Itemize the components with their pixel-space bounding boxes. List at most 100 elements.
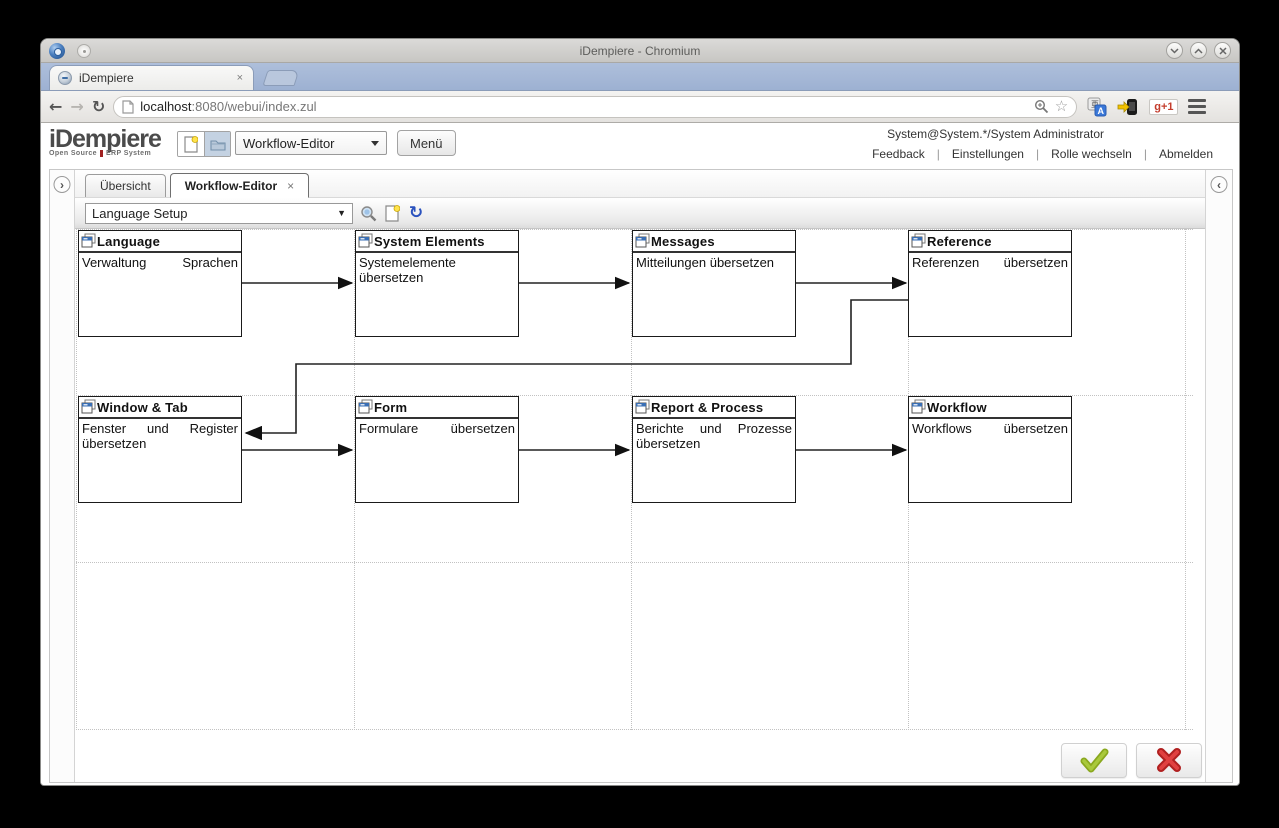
chromium-logo-icon [49,42,65,59]
tab-overview[interactable]: Übersicht [85,174,166,197]
node-body: Berichte und Prozesse übersetzen [636,421,792,452]
node-body: Referenzen übersetzen [912,255,1068,270]
close-window-icon[interactable] [1214,42,1231,59]
grid-line [76,729,1193,730]
plus-one-extension-icon[interactable]: g+1 [1149,98,1179,115]
window-icon [635,399,650,414]
bookmark-star-icon[interactable]: ☆ [1054,97,1069,115]
forward-icon: → [70,96,84,116]
window-selector-combobox[interactable]: Workflow-Editor [235,131,387,155]
node-body: Verwaltung Sprachen [82,255,238,270]
workspace-tabs: Übersicht Workflow-Editor × [75,170,1205,198]
browser-tabstrip: iDempiere × [41,63,1239,91]
browser-tab-title: iDempiere [79,71,134,85]
single-document-button[interactable] [178,132,204,156]
cancel-button[interactable] [1136,742,1202,778]
east-panel: ‹ [1205,170,1232,782]
zoom-tool-icon[interactable] [359,204,377,222]
confirm-bar [75,738,1205,782]
minimize-icon[interactable] [1166,42,1183,59]
expand-west-icon[interactable]: › [53,176,71,193]
collapse-east-icon[interactable]: ‹ [1210,176,1228,193]
node-messages[interactable]: Messages Mitteilungen übersetzen [632,230,796,337]
new-tab-button[interactable] [262,70,300,86]
zoom-page-icon[interactable] [1034,99,1049,114]
workflow-select-value: Language Setup [92,205,188,221]
x-icon [1157,748,1181,772]
node-body: Systemelemente übersetzen [359,255,456,286]
feedback-link[interactable]: Feedback [872,147,925,161]
workflow-select[interactable]: Language Setup ▼ [85,202,353,224]
window-icon [81,399,96,414]
header-links: Feedback| Einstellungen| Rolle wechseln|… [860,147,1225,161]
node-body: Workflows übersetzen [912,421,1068,436]
window-icon [911,233,926,248]
multi-window-button[interactable] [204,132,230,156]
node-report-process[interactable]: Report & Process Berichte und Prozesse ü… [632,396,796,503]
refresh-icon[interactable]: ↻ [408,202,424,223]
window-icon [911,399,926,414]
node-body: Mitteilungen übersetzen [636,255,775,270]
window-icon [358,233,373,248]
maximize-icon[interactable] [1190,42,1207,59]
node-title: Window & Tab [97,399,188,415]
logout-link[interactable]: Abmelden [1158,147,1213,161]
menu-button[interactable]: Menü [397,130,456,156]
send-to-phone-extension-icon[interactable] [1117,98,1139,116]
tab-close-icon[interactable]: × [236,72,243,84]
svg-text:A: A [1098,106,1105,116]
node-reference[interactable]: Reference Referenzen übersetzen [908,230,1072,337]
idempiere-favicon-icon [58,71,72,85]
browser-window: iDempiere - Chromium iDempiere × ← → ↻ [40,38,1240,786]
node-form[interactable]: Form Formulare übersetzen [355,396,519,503]
switch-role-link[interactable]: Rolle wechseln [1051,147,1132,161]
grid-line [76,562,1193,563]
browser-navbar: ← → ↻ localhost:8080/webui/index.zul ☆ 亜… [41,91,1239,123]
browser-menu-icon[interactable] [1188,99,1207,114]
close-tab-icon[interactable]: × [287,178,295,193]
node-language[interactable]: Language Verwaltung Sprachen [78,230,242,337]
translate-extension-icon[interactable]: 亜 A [1087,97,1107,117]
chevron-down-icon [371,140,379,146]
node-body: Formulare übersetzen [359,421,515,436]
page-icon [122,99,134,114]
main-panel: › Übersicht Workflow-Editor × Language S… [49,169,1233,783]
node-title: Workflow [927,399,987,415]
browser-tab[interactable]: iDempiere × [49,65,254,90]
check-icon [1080,748,1109,773]
window-menu-button[interactable] [77,43,91,58]
url-text: localhost:8080/webui/index.zul [140,99,317,114]
window-selector-value: Workflow-Editor [243,135,335,151]
node-title: Form [374,399,408,415]
back-icon[interactable]: ← [49,96,63,116]
window-icon [358,399,373,414]
svg-text:亜: 亜 [1091,100,1099,109]
url-bar[interactable]: localhost:8080/webui/index.zul ☆ [113,95,1078,118]
grid-line [1185,229,1186,730]
window-icon [81,233,96,248]
node-title: Language [97,233,160,249]
node-system-elements[interactable]: System Elements Systemelemente übersetze… [355,230,519,337]
reload-icon[interactable]: ↻ [91,96,106,116]
content-column: Übersicht Workflow-Editor × Language Set… [75,170,1205,782]
logo-title: iDempiere [49,125,162,153]
node-title: Reference [927,233,992,249]
workflow-canvas[interactable]: Language Verwaltung Sprachen [75,229,1205,738]
window-mode-toggle [177,131,231,157]
west-panel: › [50,170,75,782]
node-title: System Elements [374,233,485,249]
new-document-icon [184,135,198,153]
new-record-icon[interactable] [383,204,401,222]
window-icon [635,233,650,248]
settings-link[interactable]: Einstellungen [951,147,1024,161]
confirm-button[interactable] [1061,742,1127,778]
node-window-tab[interactable]: Window & Tab Fenster und Register überse… [78,396,242,503]
node-body: Fenster und Register übersetzen [82,421,238,452]
node-workflow[interactable]: Workflow Workflows übersetzen [908,396,1072,503]
tab-workflow-editor[interactable]: Workflow-Editor × [169,173,310,198]
user-info: System@System.*/System Administrator [887,127,1104,141]
